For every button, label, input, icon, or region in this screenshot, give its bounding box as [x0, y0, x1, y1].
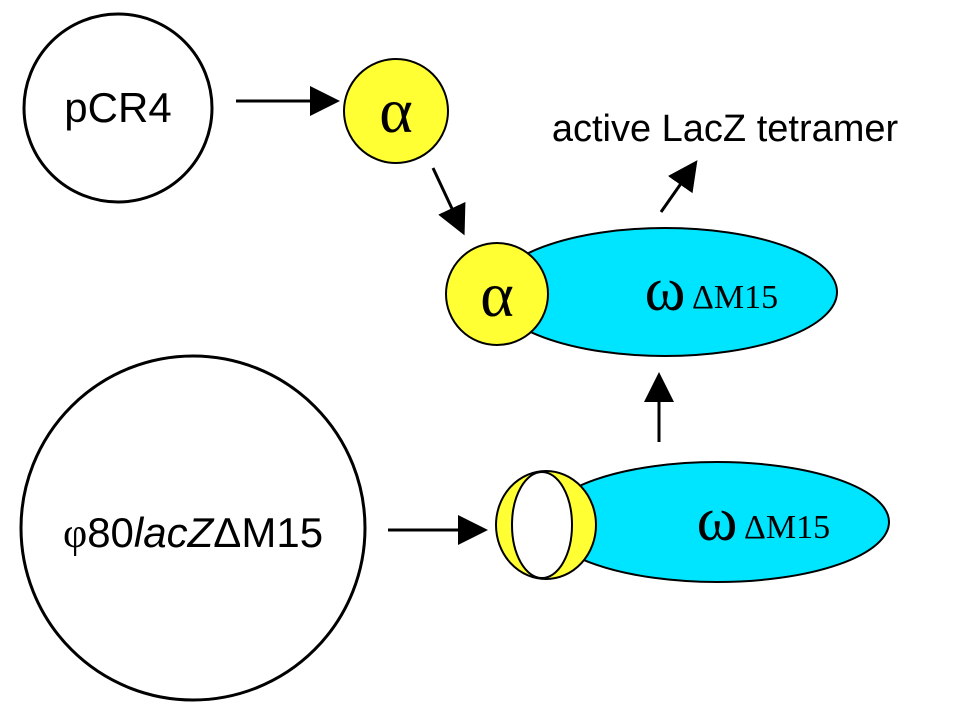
- alpha-symbol: α: [379, 75, 413, 146]
- phage-delta: Δ: [213, 509, 241, 556]
- pcr4-label: pCR4: [64, 84, 171, 131]
- arrow-complex-to-tetramer: [659, 160, 698, 213]
- omega-lower-symbol: ω: [697, 486, 738, 554]
- phi80-lacz-m15-circle-group: φ80lacZΔM15: [19, 354, 367, 702]
- phage-suffix: M15: [241, 509, 323, 556]
- pcr4-plasmid: pCR4: [22, 12, 214, 204]
- alpha-bound-symbol: α: [480, 259, 514, 330]
- empty-alpha-site: [511, 471, 573, 579]
- omega-lower-mutation: ΔM15: [744, 509, 830, 546]
- phage-number: 80: [87, 509, 134, 556]
- alpha-peptide-free: α: [343, 58, 449, 164]
- pcr4-circle: [22, 12, 214, 204]
- alpha-circle: [343, 58, 449, 164]
- complemented-complex: α ω ΔM15: [445, 227, 838, 357]
- phi80-label: φ80lacZΔM15: [63, 509, 323, 557]
- active-tetramer-label: active LacZ tetramer: [552, 108, 899, 150]
- omega-fragment: ω ΔM15: [495, 461, 890, 583]
- phage-gene: lacZ: [134, 509, 215, 556]
- arrow-alpha-to-complex: [431, 167, 466, 236]
- phi80-circle: [19, 354, 367, 702]
- omega-complex-mutation: ΔM15: [692, 279, 778, 316]
- alpha-bound-circle: [445, 242, 549, 346]
- omega-complex-symbol: ω: [645, 256, 686, 324]
- phi-symbol: φ: [63, 511, 87, 557]
